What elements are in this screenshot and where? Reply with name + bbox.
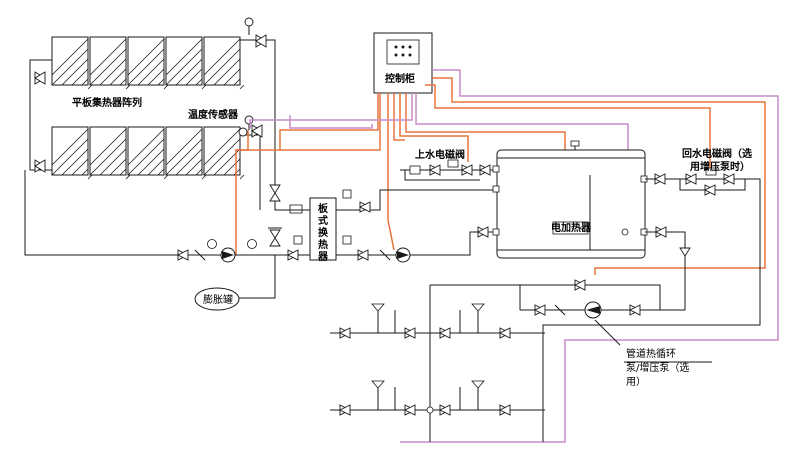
collector-panel [51, 126, 93, 180]
control-cabinet: 控制柜 [373, 32, 433, 94]
gate-valve-icon [403, 404, 417, 416]
gate-valve-icon [338, 327, 352, 339]
collector-panel [51, 36, 93, 90]
expansion-tank-label: 膨胀罐 [203, 293, 233, 306]
gate-valve-icon [438, 404, 452, 416]
solenoid-valve-icon [447, 159, 459, 168]
collector-array-upper [51, 36, 245, 90]
distribution-branches [330, 303, 545, 416]
collector-panel [127, 36, 169, 90]
gate-valve-icon [498, 327, 512, 339]
temp-sensor-icon [426, 406, 434, 414]
primary-pump-group [176, 239, 300, 263]
pipe-pump-label-2: 泵/增压泵（选 [626, 361, 689, 374]
signal-wires-orange [236, 77, 766, 275]
collector-array-lower [51, 126, 245, 180]
return-solenoid-label-2: 用增压泵时） [689, 160, 750, 173]
gate-valve-icon [338, 404, 352, 416]
shower-head-icon [471, 303, 485, 312]
pressure-gauge-icon [247, 239, 257, 249]
control-cabinet-label: 控制柜 [385, 72, 415, 85]
hx-label-char: 器 [317, 251, 329, 263]
secondary-loop-piping [336, 189, 497, 263]
return-solenoid-line: 回水电磁阀（选 用增压泵时） [645, 147, 761, 196]
hx-label-char: 换 [318, 226, 329, 239]
inlet-solenoid-line: 上水电磁阀 [400, 148, 497, 181]
air-vent-icon [244, 17, 254, 27]
return-main-line [542, 195, 761, 442]
solenoid-valve-icon [705, 167, 717, 176]
return-solenoid-label-1: 回水电磁阀（选 [682, 147, 752, 160]
collector-panel [127, 126, 169, 180]
plate-heat-exchanger: 板 式 换 热 器 [289, 189, 352, 263]
pipe-circulation-pump-group: 管道热循环 泵/增压泵（选 用） [429, 279, 712, 442]
collector-valves [34, 17, 267, 173]
temp-sensor-icon [238, 127, 248, 137]
thermometer-icon [293, 235, 303, 245]
pipe-pump-label-3: 用） [626, 376, 646, 388]
level-sensor-icon [621, 228, 629, 236]
collector-panel [165, 36, 207, 90]
gate-valve-icon [438, 327, 452, 339]
gate-valve-icon [498, 404, 512, 416]
primary-loop-piping [175, 184, 310, 299]
collector-panel [89, 36, 131, 90]
thermometer-icon [342, 235, 352, 245]
shower-head-icon [471, 380, 485, 389]
collector-panel [203, 36, 245, 90]
storage-tank: 电加热器 [492, 140, 648, 259]
gauge-icon [289, 204, 303, 214]
hx-label-char: 热 [318, 238, 328, 251]
shower-head-icon [371, 303, 385, 312]
hx-label-char: 式 [318, 214, 328, 227]
tank-outlet-line [645, 226, 691, 311]
expansion-tank: 膨胀罐 [194, 287, 240, 311]
electric-heater-label: 电加热器 [551, 221, 592, 234]
collector-panel [203, 126, 245, 180]
thermometer-icon [342, 189, 352, 199]
collector-array-label: 平板集热器阵列 [72, 96, 142, 109]
temp-sensor-label: 温度传感器 [188, 108, 239, 121]
signal-wires-purple [249, 69, 779, 443]
pressure-gauge-icon [207, 239, 217, 249]
pipe-pump-label-1: 管道热循环 [626, 347, 676, 360]
tank-vent-icon [570, 140, 580, 147]
inlet-solenoid-label: 上水电磁阀 [415, 148, 465, 161]
gate-valve-icon [403, 327, 417, 339]
electric-heater-box [552, 221, 589, 235]
hx-label-char: 板 [318, 202, 329, 215]
shower-head-icon [371, 380, 385, 389]
collector-panel [165, 126, 207, 180]
collector-panel [89, 126, 131, 180]
